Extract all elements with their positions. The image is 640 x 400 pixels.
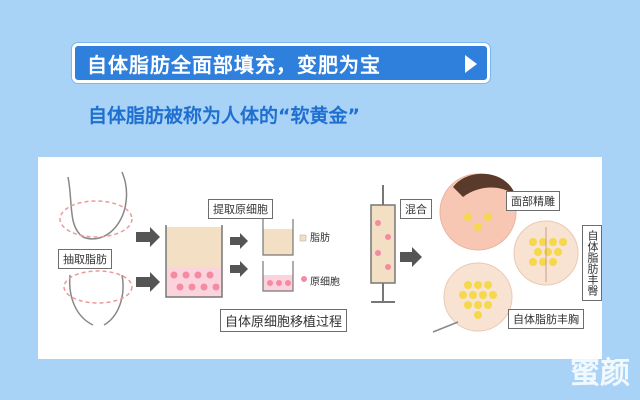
- cell-label: 原细胞: [310, 277, 340, 288]
- syringe-icon: [370, 185, 396, 303]
- play-arrow-icon: [465, 55, 477, 73]
- cell-tube-icon: [262, 261, 307, 292]
- breast-icon: [432, 262, 513, 333]
- hip-label: 自体脂肪丰臀: [582, 225, 602, 301]
- fat-tube-icon: [262, 219, 307, 256]
- beaker-icon: [165, 225, 223, 298]
- extract-fat-label: 抽取脂肪: [58, 249, 112, 269]
- title-banner: 自体脂肪全面部填充，变肥为宝: [72, 43, 490, 83]
- fat-label: 脂肪: [310, 233, 330, 244]
- process-diagram-panel: 抽取脂肪 提取原细胞 脂肪 原细胞 混合 自体原细胞移植过程 面部精雕 自体脂肪…: [38, 157, 602, 359]
- body-outline-icon: [59, 171, 133, 326]
- mix-label: 混合: [400, 199, 432, 219]
- breast-label: 自体脂肪丰胸: [508, 309, 584, 329]
- process-label: 自体原细胞移植过程: [220, 309, 348, 332]
- subtitle: 自体脂肪被称为人体的“软黄金”: [88, 105, 360, 127]
- process-diagram: [59, 171, 579, 333]
- face-sculpt-label: 面部精雕: [506, 191, 560, 211]
- arrow-icon: [136, 227, 422, 292]
- banner-title: 自体脂肪全面部填充，变肥为宝: [87, 52, 381, 77]
- watermark: 蜜颜: [570, 356, 630, 391]
- face-icon: [439, 173, 517, 251]
- extract-cells-label: 提取原细胞: [208, 199, 273, 219]
- hip-icon: [513, 220, 579, 286]
